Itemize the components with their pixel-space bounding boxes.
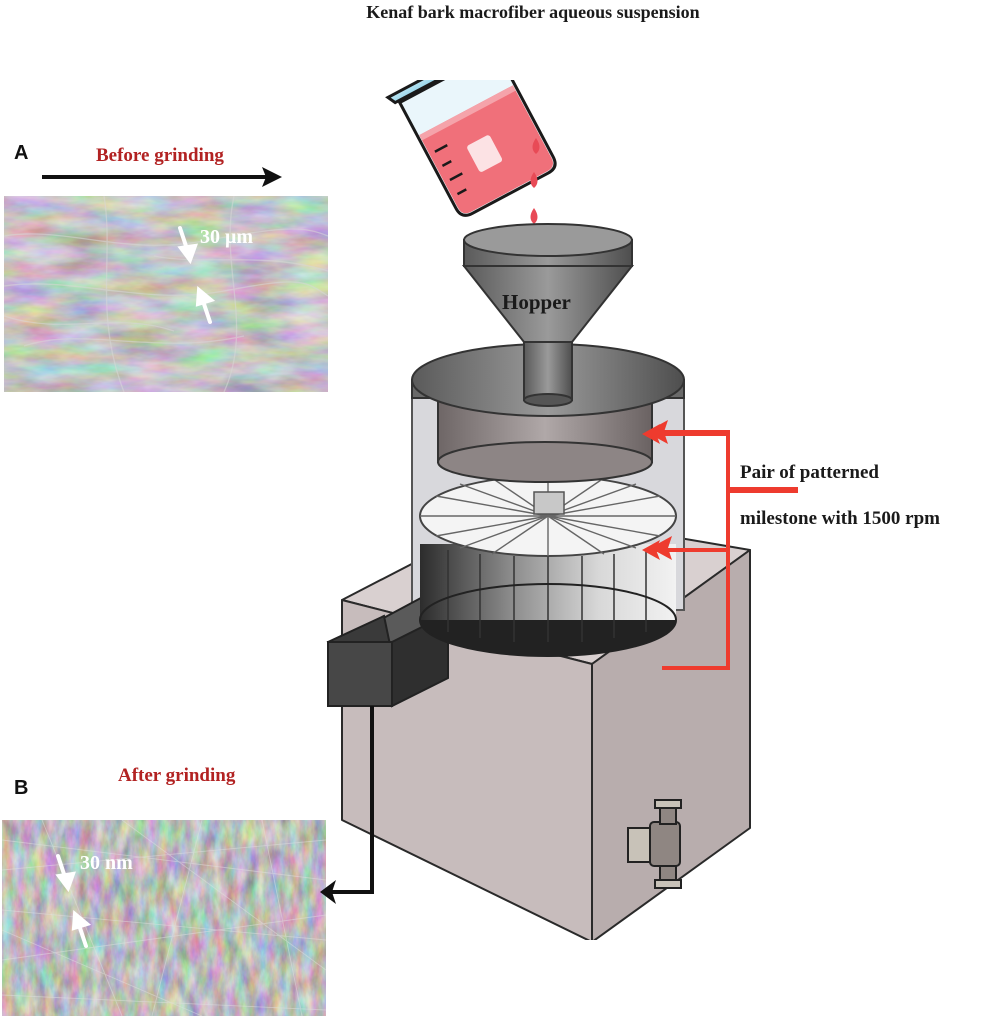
callout-connector xyxy=(642,424,798,560)
sem-image-after xyxy=(2,820,326,1016)
scale-label-after: 30 nm xyxy=(80,852,133,874)
beaker-icon xyxy=(385,80,557,217)
hopper xyxy=(461,223,635,407)
upper-milestone xyxy=(437,397,653,483)
before-grinding-label: Before grinding xyxy=(96,145,224,166)
outflow-arrow xyxy=(332,706,374,894)
milestone-callout-line2: milestone with 1500 rpm xyxy=(740,508,941,529)
after-grinding-label: After grinding xyxy=(118,765,236,786)
scale-label-before: 30 μm xyxy=(200,226,253,248)
valve-icon xyxy=(627,799,682,889)
grinder-machine xyxy=(320,80,796,940)
before-grinding-arrow xyxy=(42,167,282,187)
panel-b-letter: B xyxy=(14,777,29,799)
sem-image-before xyxy=(4,196,328,392)
figure-title: Kenaf bark macrofiber aqueous suspension xyxy=(366,2,700,22)
lower-milestone xyxy=(419,475,677,657)
milestone-callout-line1: Pair of patterned xyxy=(740,462,879,483)
hopper-label: Hopper xyxy=(502,290,571,314)
panel-a-letter: A xyxy=(14,142,29,164)
